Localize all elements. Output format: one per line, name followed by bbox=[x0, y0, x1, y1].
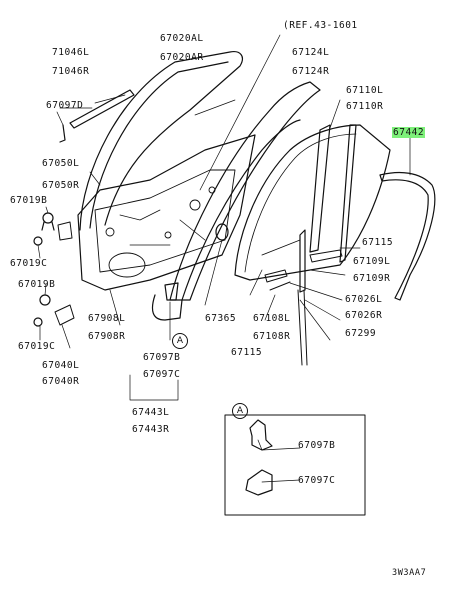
door-weatherstrip bbox=[151, 119, 301, 321]
part-label-67108l: 67108L bbox=[253, 313, 291, 324]
diagram-code: 3W3AA7 bbox=[392, 568, 427, 578]
clip-67097d bbox=[59, 124, 66, 143]
part-label-67040l: 67040L bbox=[42, 360, 80, 371]
door-frame-weatherstrip bbox=[79, 51, 243, 231]
part-label-67020al: 67020AL bbox=[160, 33, 204, 44]
ref-note: (REF.43-1601 bbox=[283, 20, 358, 31]
clip-inset-b bbox=[245, 469, 273, 496]
door-window-glass bbox=[234, 124, 391, 281]
part-label-67019c-bot: 67019C bbox=[18, 341, 56, 352]
part-label-67443l: 67443L bbox=[132, 407, 170, 418]
part-label-67109l: 67109L bbox=[353, 256, 391, 267]
part-label-67124l: 67124L bbox=[292, 47, 330, 58]
glass-run-channel bbox=[169, 81, 321, 301]
rear-channel bbox=[309, 124, 331, 253]
part-label-67097d: 67097D bbox=[46, 100, 84, 111]
part-label-67110r: 67110R bbox=[346, 101, 384, 112]
part-label-67097c: 67097C bbox=[143, 369, 181, 380]
part-label-67050l: 67050L bbox=[42, 158, 80, 169]
door-inner-panel bbox=[77, 134, 256, 291]
callout-a-marker: A bbox=[172, 333, 188, 349]
part-label-67040r: 67040R bbox=[42, 376, 80, 387]
part-label-67050r: 67050R bbox=[42, 180, 80, 191]
part-label-67097b: 67097B bbox=[143, 352, 181, 363]
part-label-67020ar: 67020AR bbox=[160, 52, 204, 63]
part-label-67019c-top: 67019C bbox=[10, 258, 48, 269]
detail-inset-box bbox=[224, 414, 366, 516]
part-label-71046r: 71046R bbox=[52, 66, 90, 77]
part-label-67019b-bot: 67019B bbox=[18, 279, 56, 290]
part-label-67442-highlight: 67442 bbox=[392, 127, 426, 138]
inset-label-67097c: 67097C bbox=[298, 475, 336, 486]
part-label-67115-bottom: 67115 bbox=[231, 347, 263, 358]
clip-inset-a bbox=[249, 419, 273, 451]
part-label-67109r: 67109R bbox=[353, 273, 391, 284]
part-label-67908r: 67908R bbox=[88, 331, 126, 342]
inset-a-marker: A bbox=[232, 403, 248, 419]
glass-channel bbox=[299, 229, 306, 293]
part-label-67019b-top: 67019B bbox=[10, 195, 48, 206]
part-label-67365: 67365 bbox=[205, 313, 237, 324]
part-label-67442: 67442 bbox=[392, 127, 426, 138]
part-label-67026l: 67026L bbox=[345, 294, 383, 305]
part-label-67908l: 67908L bbox=[88, 313, 126, 324]
moulding-strip bbox=[69, 89, 135, 129]
belt-weatherstrip bbox=[379, 171, 436, 301]
inset-label-67097b: 67097B bbox=[298, 440, 336, 451]
part-label-67108r: 67108R bbox=[253, 331, 291, 342]
part-label-67443r: 67443R bbox=[132, 424, 170, 435]
part-label-67110l: 67110L bbox=[346, 85, 384, 96]
part-label-71046l: 71046L bbox=[52, 47, 90, 58]
part-label-67299: 67299 bbox=[345, 328, 377, 339]
part-label-67115-right: 67115 bbox=[362, 237, 394, 248]
part-label-67124r: 67124R bbox=[292, 66, 330, 77]
clip-67097b bbox=[164, 282, 179, 301]
part-label-67026r: 67026R bbox=[345, 310, 383, 321]
